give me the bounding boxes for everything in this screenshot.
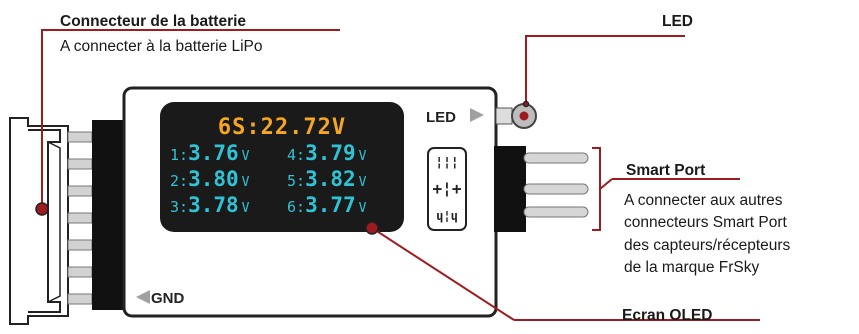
gnd-label: GND bbox=[151, 290, 185, 307]
led-title: LED bbox=[662, 13, 693, 30]
oled-cell-unit: V bbox=[359, 201, 367, 216]
smart-port-line-4: de la marque FrSky bbox=[624, 259, 760, 276]
oled-cell-value: 3.79 bbox=[305, 141, 356, 165]
oled-cell-index: 1: bbox=[170, 146, 188, 164]
svg-text:¦¦¦: ¦¦¦ bbox=[435, 155, 458, 170]
callout-lines bbox=[41, 29, 760, 321]
oled-cell-value: 3.82 bbox=[305, 167, 356, 191]
oled-title: Ecran OLED bbox=[622, 307, 713, 324]
oled-screen bbox=[160, 102, 404, 232]
svg-text:ɥ¦ɥ: ɥ¦ɥ bbox=[436, 209, 458, 223]
oled-cell-index: 3: bbox=[170, 198, 188, 216]
oled-cell-unit: V bbox=[359, 175, 367, 190]
led-component bbox=[495, 103, 537, 129]
oled-cell-unit: V bbox=[242, 201, 250, 216]
oled-cell-index: 4: bbox=[287, 146, 305, 164]
oled-cell-index: 5: bbox=[287, 172, 305, 190]
led-arrow-icon bbox=[470, 108, 484, 122]
oled-callout-dot bbox=[365, 221, 379, 235]
oled-cell-unit: V bbox=[359, 149, 367, 164]
oled-cell-unit: V bbox=[242, 149, 250, 164]
smart-port-line-2: connecteurs Smart Port bbox=[624, 214, 787, 231]
oled-cell-value: 3.80 bbox=[188, 167, 239, 191]
led-device-label: LED bbox=[426, 109, 456, 126]
battery-connector bbox=[9, 117, 93, 325]
oled-cell-value: 3.76 bbox=[188, 141, 239, 165]
battery-title: Connecteur de la batterie bbox=[60, 13, 247, 30]
oled-cell-index: 6: bbox=[287, 198, 305, 216]
battery-header-block bbox=[92, 120, 126, 310]
smart-port-connector bbox=[494, 146, 589, 232]
battery-desc: A connecter à la batterie LiPo bbox=[60, 38, 263, 55]
smart-port-line-1: A connecter aux autres bbox=[624, 192, 783, 209]
svg-text:+¦+: +¦+ bbox=[433, 179, 462, 198]
smart-port-title: Smart Port bbox=[626, 162, 706, 179]
led-callout-dot bbox=[522, 100, 530, 108]
battery-callout-dot bbox=[35, 202, 49, 216]
oled-cell-value: 3.77 bbox=[305, 193, 356, 217]
port-icon: ¦¦¦ +¦+ ɥ¦ɥ bbox=[427, 147, 467, 231]
oled-cell-unit: V bbox=[242, 175, 250, 190]
oled-cell-index: 2: bbox=[170, 172, 188, 190]
gnd-arrow-icon bbox=[136, 290, 150, 304]
oled-header-text: 6S:22.72V bbox=[218, 115, 346, 140]
oled-cell-value: 3.78 bbox=[188, 193, 239, 217]
smart-port-line-3: des capteurs/récepteurs bbox=[624, 237, 791, 254]
